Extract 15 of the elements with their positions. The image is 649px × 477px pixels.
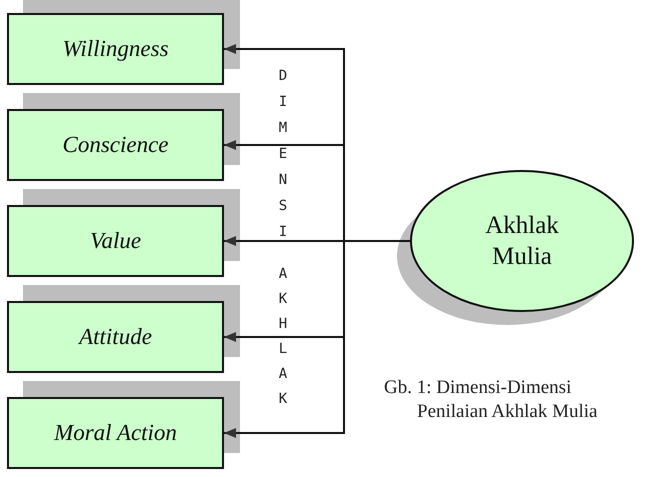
vertical-label: DIMENSI — [278, 67, 288, 242]
node-label: Akhlak Mulia — [484, 210, 560, 272]
process-box — [7, 205, 224, 277]
node-label: Conscience — [62, 132, 168, 158]
process-box — [7, 109, 224, 181]
process-box — [7, 13, 224, 85]
node-label: Attitude — [79, 324, 152, 350]
vertical-label: AKHLAK — [278, 265, 288, 409]
node-label: Moral Action — [54, 420, 177, 446]
figure-caption: Gb. 1: Dimensi-Dimensi Penilaian Akhlak Mulia — [384, 376, 598, 424]
ellipse-node — [410, 170, 634, 312]
node-label: Value — [90, 228, 142, 254]
process-box — [7, 301, 224, 373]
process-box — [7, 397, 224, 469]
node-label: Willingness — [62, 36, 169, 62]
